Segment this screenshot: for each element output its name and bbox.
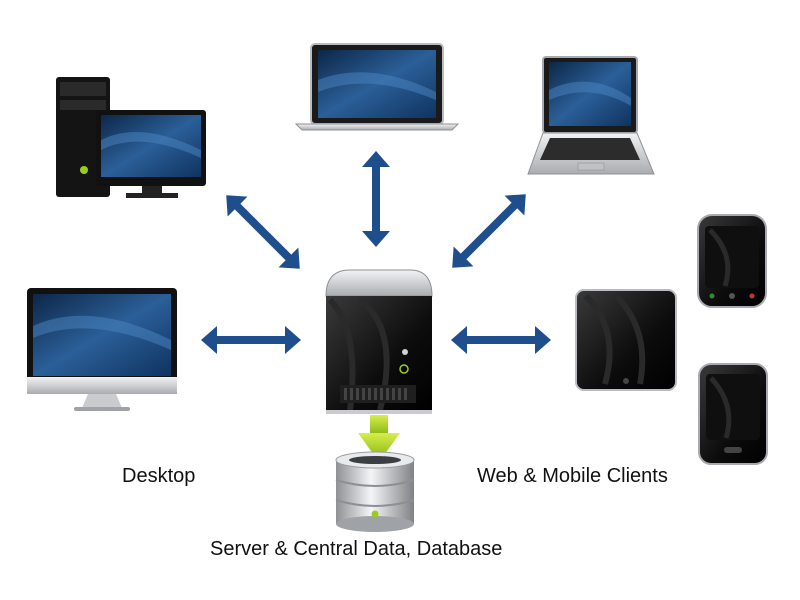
imac-monitor: [27, 288, 177, 411]
desktop-tower-computer: [56, 77, 206, 198]
arrow-laptop2-server: [452, 194, 526, 268]
arrow-desktop-server: [226, 195, 300, 269]
central-server: [325, 269, 433, 414]
database-icon: [335, 451, 415, 532]
arrows: [201, 151, 551, 354]
arrow-monitor-server: [201, 326, 301, 354]
web-mobile-clients-caption: Web & Mobile Clients: [477, 465, 668, 487]
tablet: [575, 289, 677, 391]
laptop-silver: [294, 43, 460, 131]
database-arrow: [358, 415, 400, 462]
desktop-caption: Desktop: [122, 465, 196, 487]
server-database-caption: Server & Central Data, Database: [210, 538, 503, 560]
arrow-server-tablet: [451, 326, 551, 354]
laptop-black: [527, 56, 655, 175]
arrow-laptop-server: [362, 151, 390, 247]
smartphone-top: [697, 214, 767, 308]
smartphone-bottom: [698, 363, 768, 465]
